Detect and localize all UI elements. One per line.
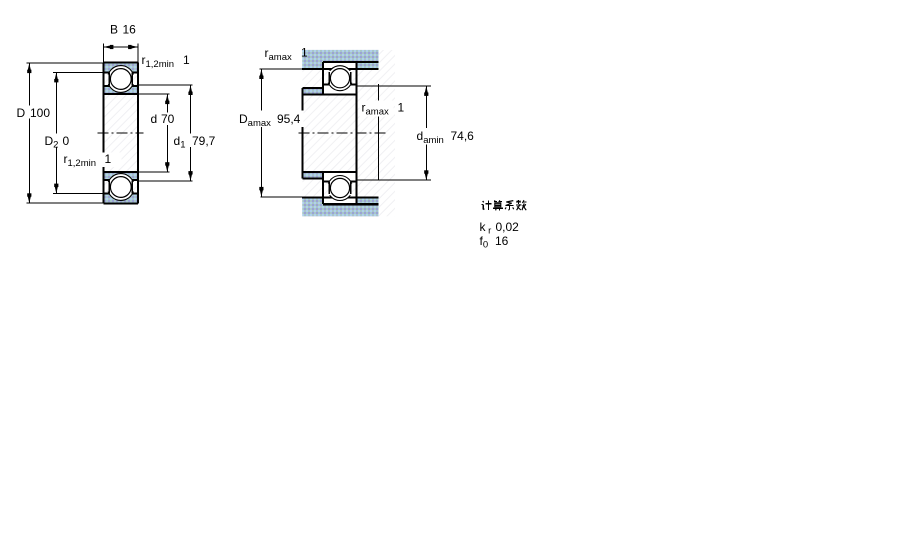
svg-text:16: 16 [123, 23, 137, 37]
svg-text:d: d [151, 112, 158, 126]
svg-text:D: D [17, 106, 26, 120]
svg-text:k r: k r [480, 220, 492, 237]
svg-text:95,4: 95,4 [277, 112, 301, 126]
svg-text:74,6: 74,6 [451, 129, 475, 143]
svg-text:B: B [110, 23, 118, 37]
svg-text:1: 1 [301, 46, 308, 60]
svg-text:f0: f0 [480, 234, 489, 251]
svg-text:0,02: 0,02 [496, 220, 520, 234]
svg-text:1: 1 [105, 152, 112, 166]
svg-text:16: 16 [495, 234, 509, 248]
svg-text:70: 70 [161, 112, 175, 126]
svg-text:1: 1 [183, 53, 190, 67]
svg-text:1: 1 [398, 101, 405, 115]
svg-text:d1: d1 [174, 134, 186, 151]
svg-text:79,7: 79,7 [192, 134, 216, 148]
svg-text:0: 0 [63, 134, 70, 148]
svg-text:100: 100 [30, 106, 50, 120]
